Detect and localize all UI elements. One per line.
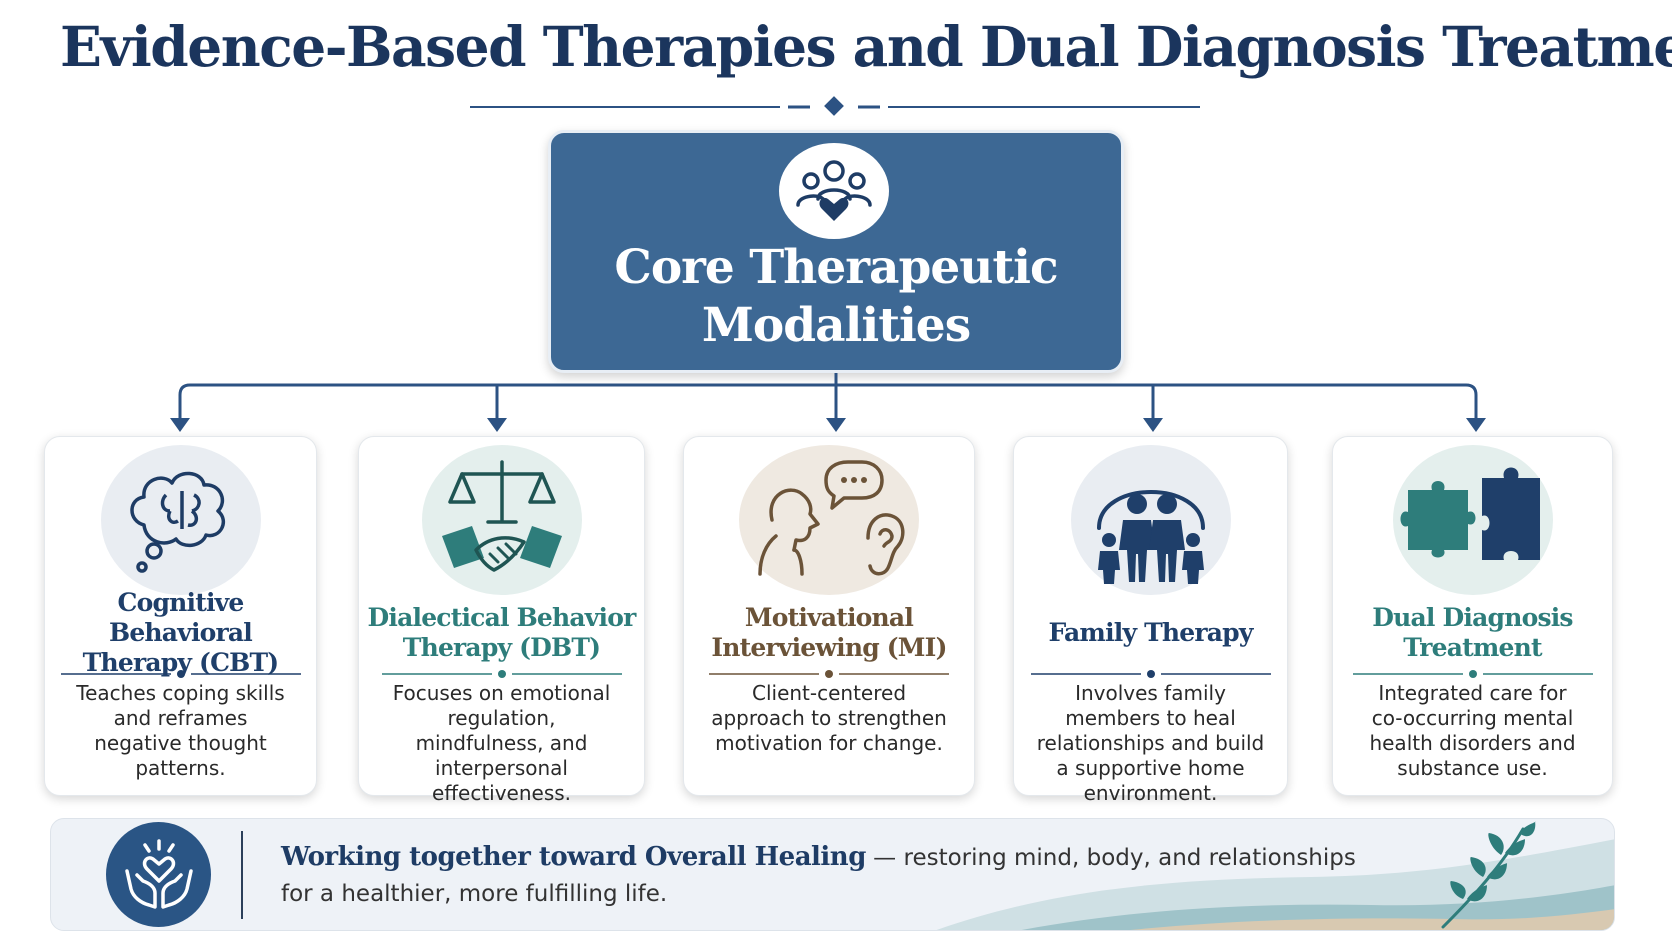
card-separator [60,670,301,678]
healing-banner: Working together toward Overall Healing … [50,818,1615,931]
card-description: Integrated care for co-occurring mental … [1369,681,1576,780]
family-icon [1070,445,1231,595]
core-title-line1: Core Therapeutic [614,240,1058,295]
person-listening-icon [739,445,919,595]
scales-handshake-icon [421,445,582,595]
core-title: Core Therapeutic Modalities [551,239,1121,355]
card-title: Family Therapy [1014,601,1287,665]
card-title-line2: Interviewing (MI) [711,633,947,662]
hands-heart-icon [106,822,211,927]
card-title-line1: Dual Diagnosis [1372,603,1573,632]
banner-divider [241,831,243,919]
brain-thought-icon [100,445,261,595]
connector-lines [170,373,1486,432]
group-heart-icon [779,143,889,239]
card-title-line2: Therapy (DBT) [402,633,601,662]
card-title-line1: Dialectical Behavior [367,603,637,632]
card-title-line2: Treatment [1403,633,1542,662]
card-description: Client-centered approach to strengthen m… [711,681,947,755]
card-description: Teaches coping skills and reframes negat… [76,681,285,780]
page-title: Evidence-Based Therapies and Dual Diagno… [60,14,1672,79]
card-title-line1: Family Therapy [1048,618,1253,647]
card-family: Family Therapy Involves family members t… [1013,436,1288,805]
core-title-line2: Modalities [701,298,971,353]
banner-rest-line1: — restoring mind, body, and relationship… [865,845,1356,871]
card-title-line1: Cognitive Behavioral [109,588,253,647]
card-description: Involves family members to heal relation… [1036,681,1265,805]
card-separator [709,670,949,678]
title-ornament [470,96,1200,116]
leaf-branch-icon [1441,821,1536,929]
card-separator [1352,670,1593,678]
banner-strong-text: Working together toward Overall Healing [281,842,866,872]
card-separator [381,670,622,678]
banner-rest-line2: for a healthier, more fulfilling life. [281,881,668,907]
card-description: Focuses on emotional regulation, mindful… [392,681,611,805]
puzzle-pieces-icon [1392,445,1553,595]
card-title-line1: Motivational [744,603,914,632]
card-separator [1030,670,1271,678]
wave-decoration [936,839,1614,930]
banner-text: Working together toward Overall Healing … [281,839,1356,912]
core-modalities-box: Core Therapeutic Modalities [548,130,1124,373]
